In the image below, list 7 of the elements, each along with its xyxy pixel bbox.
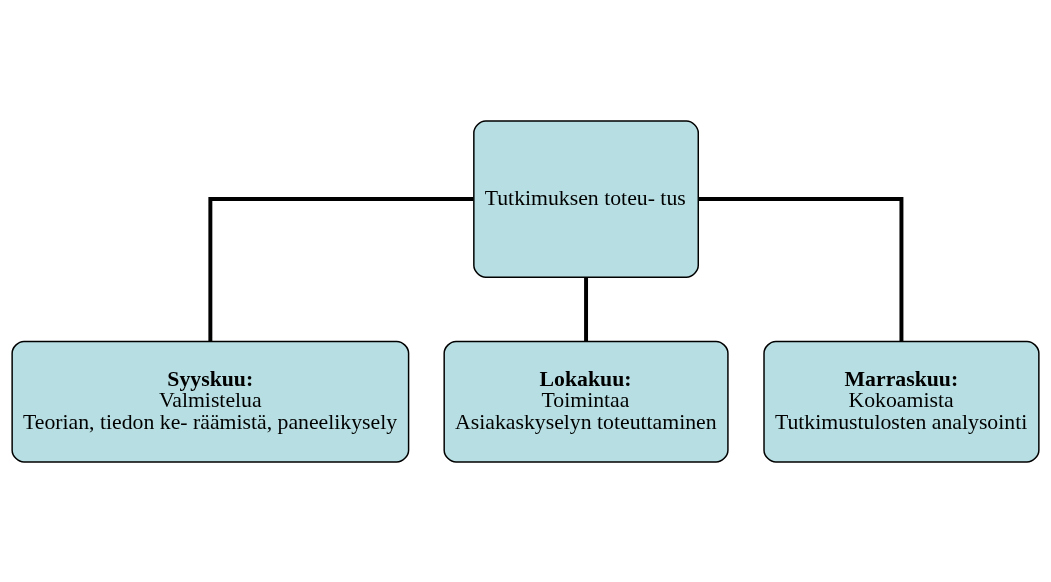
node-box: Tutkimuksen toteu- tus [473, 119, 699, 278]
node-box: Lokakuu: Toimintaa Asiakaskyselyn toteuttaminen [443, 340, 729, 463]
connector [584, 276, 589, 341]
connector [208, 196, 474, 341]
connector [698, 196, 904, 341]
node-box: Syyskuu: Valmistelua Teorian, tiedon ke- räämistä, paneelikysely [11, 340, 410, 463]
node-box: Marraskuu: Kokoamista Tutkimustulosten analysointi [763, 340, 1040, 463]
